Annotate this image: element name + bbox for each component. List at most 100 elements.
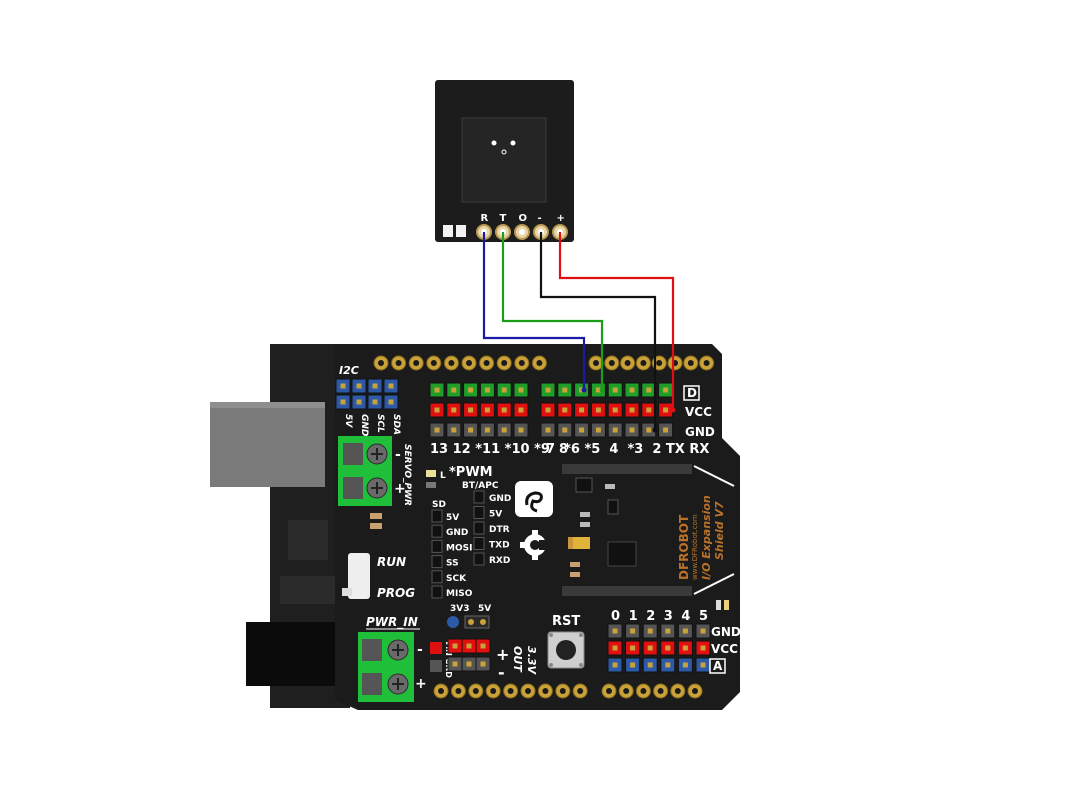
analog-vcc-label: VCC bbox=[711, 642, 738, 656]
btapc-pin bbox=[473, 552, 485, 566]
v-select-5v: 5V bbox=[478, 604, 491, 614]
pwr-plus-label: + bbox=[415, 676, 427, 692]
btapc-pin-labels: GND 5V DTR TXD RXD bbox=[489, 494, 511, 566]
led-indicator bbox=[426, 470, 436, 477]
i2c-pin-label: SCL bbox=[375, 414, 385, 433]
btapc-pin-label: 5V bbox=[489, 510, 502, 520]
bottom-header-right bbox=[601, 683, 703, 699]
top-header-left bbox=[373, 355, 547, 371]
sd-pin bbox=[431, 539, 443, 553]
product-line2: Shield V7 bbox=[713, 501, 726, 560]
out-header bbox=[447, 638, 491, 672]
out-label-2: OUT bbox=[511, 646, 524, 673]
btapc-pin bbox=[473, 490, 485, 504]
wire-endpoint bbox=[581, 387, 587, 393]
run-prog-switch[interactable] bbox=[348, 553, 370, 599]
sensor-pin-label: O bbox=[519, 213, 528, 224]
digital-pin-numbers-right: 7 *6 *5 4 *3 2 TX RX bbox=[546, 442, 709, 457]
analog-pin-number: 1 bbox=[629, 609, 638, 624]
i2c-pin-label: GND bbox=[359, 414, 369, 437]
digital-pin-numbers-left: 13 12 *11 *10 *9 8 bbox=[430, 442, 568, 457]
btapc-pin bbox=[473, 537, 485, 550]
sd-pin-label: GND bbox=[446, 528, 468, 538]
i2c-label: I2C bbox=[339, 364, 359, 377]
btapc-pins bbox=[473, 490, 485, 566]
wire bbox=[501, 232, 604, 390]
open-hardware-gear-icon bbox=[520, 530, 549, 560]
analog-header bbox=[607, 623, 711, 673]
servo-pwr-label: SERVO_PWR bbox=[402, 444, 412, 506]
i2c-pins bbox=[335, 378, 399, 410]
sd-pin bbox=[431, 509, 443, 523]
bottom-header-left bbox=[433, 683, 588, 699]
i2c-pin-label: 5V bbox=[343, 414, 353, 428]
sd-pins bbox=[431, 509, 443, 599]
sd-pin bbox=[431, 524, 443, 538]
wire-endpoint bbox=[652, 427, 658, 433]
rst-label: RST bbox=[552, 614, 580, 629]
tantalum-capacitor bbox=[568, 537, 590, 549]
analog-gnd-label: GND bbox=[711, 625, 741, 639]
wire-endpoint bbox=[599, 387, 605, 393]
led-label: L bbox=[440, 471, 446, 481]
i2c-pin-labels: 5V GND SCL SDA bbox=[343, 414, 401, 437]
dc-jack bbox=[246, 622, 342, 686]
sensor-pin-label: R bbox=[481, 213, 489, 224]
btapc-pin bbox=[473, 506, 485, 519]
servo-plus-label: + bbox=[394, 481, 406, 497]
sensor-pin-label: + bbox=[557, 213, 565, 224]
btapc-pin-label: TXD bbox=[489, 541, 510, 551]
wire bbox=[482, 232, 586, 390]
pwm-note: *PWM bbox=[449, 465, 493, 480]
sd-pin-label: SS bbox=[446, 559, 459, 569]
sd-pin-label: 5V bbox=[446, 513, 459, 523]
usb-connector bbox=[210, 402, 325, 487]
run-label: RUN bbox=[377, 555, 406, 569]
btapc-pin-label: RXD bbox=[489, 556, 510, 566]
digital-d-label: D bbox=[687, 386, 697, 400]
v-select-3v3: 3V3 bbox=[450, 604, 470, 614]
analog-pin-number: 4 bbox=[681, 609, 690, 624]
sensor-pin-label: - bbox=[538, 213, 542, 224]
brand-label: DFROBOT bbox=[677, 514, 691, 580]
btapc-pin bbox=[473, 521, 485, 535]
product-line1: I/O Expansion bbox=[700, 495, 713, 580]
sensor-window bbox=[461, 117, 547, 203]
pwr-in-label: PWR_IN bbox=[366, 615, 418, 630]
sd-pin-label: MOSI bbox=[446, 543, 472, 553]
btapc-label: BT/APC bbox=[462, 481, 499, 491]
wires bbox=[482, 232, 676, 433]
sd-pin bbox=[431, 570, 443, 584]
out-label-1: 3.3V bbox=[525, 646, 538, 675]
btapc-pin-label: DTR bbox=[489, 525, 510, 535]
sd-pin bbox=[431, 555, 443, 569]
out-plus-label: + bbox=[496, 645, 509, 664]
sd-label: SD bbox=[432, 500, 446, 510]
analog-pin-number: 0 bbox=[611, 609, 620, 624]
btapc-pin-label: GND bbox=[489, 494, 511, 504]
prog-label: PROG bbox=[377, 586, 415, 600]
digital-gnd-label: GND bbox=[685, 425, 715, 439]
analog-pin-number: 2 bbox=[646, 609, 655, 624]
i2c-pin-label: SDA bbox=[391, 414, 401, 435]
xbee-header-top bbox=[562, 464, 692, 474]
sd-pin bbox=[431, 585, 443, 599]
wire-endpoint bbox=[670, 407, 676, 413]
df-logo bbox=[515, 481, 553, 517]
analog-a-label: A bbox=[713, 659, 723, 673]
v-select-jumper[interactable] bbox=[447, 616, 459, 628]
out-minus-label: - bbox=[498, 663, 505, 682]
sensor-pin-label: T bbox=[500, 213, 507, 224]
wire bbox=[558, 232, 675, 410]
analog-pin-number: 5 bbox=[699, 609, 708, 624]
xbee-header-bottom bbox=[562, 586, 692, 596]
wire bbox=[539, 232, 657, 430]
digital-vcc-label: VCC bbox=[685, 405, 712, 419]
digital-header bbox=[429, 382, 674, 438]
top-header-right bbox=[588, 355, 715, 371]
